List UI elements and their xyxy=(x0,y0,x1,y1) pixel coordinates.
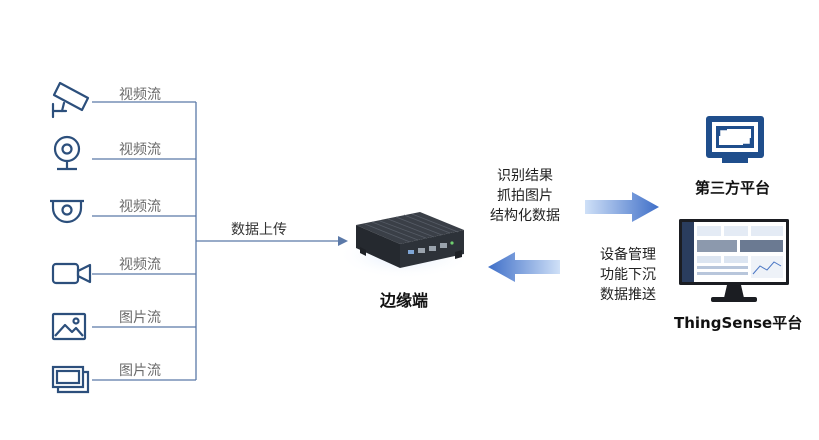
to-platform-line: 识别结果 xyxy=(497,168,553,184)
webcam-icon xyxy=(53,135,81,171)
edge-device-image xyxy=(337,212,473,279)
image-icon xyxy=(51,312,87,341)
source-label: 视频流 xyxy=(119,87,161,103)
arrow-from-platform xyxy=(488,252,560,282)
third-party-monitor-icon xyxy=(706,116,764,163)
source-label: 图片流 xyxy=(119,310,161,326)
source-label: 视频流 xyxy=(119,199,161,215)
source-label: 图片流 xyxy=(119,363,161,379)
from-platform-text: 设备管理 功能下沉 数据推送 xyxy=(588,245,668,305)
bullet-camera-icon xyxy=(51,81,90,119)
from-platform-line: 功能下沉 xyxy=(600,267,656,283)
source-label: 视频流 xyxy=(119,257,161,273)
upload-arrow xyxy=(196,236,348,246)
from-platform-line: 设备管理 xyxy=(600,247,656,263)
to-platform-line: 结构化数据 xyxy=(490,208,560,224)
thingsense-monitor-image xyxy=(679,219,789,302)
third-party-title: 第三方平台 xyxy=(695,179,771,197)
upload-label: 数据上传 xyxy=(231,222,287,238)
arrow-to-platform xyxy=(585,192,659,222)
dome-camera-icon xyxy=(50,199,84,224)
to-platform-text: 识别结果 抓拍图片 结构化数据 xyxy=(484,166,566,226)
source-label: 视频流 xyxy=(119,142,161,158)
to-platform-line: 抓拍图片 xyxy=(497,188,553,204)
edge-title: 边缘端 xyxy=(380,291,429,310)
video-camera-icon xyxy=(51,262,92,285)
gallery-icon xyxy=(51,365,90,394)
thingsense-title: ThingSense平台 xyxy=(674,314,803,332)
from-platform-line: 数据推送 xyxy=(600,287,656,303)
